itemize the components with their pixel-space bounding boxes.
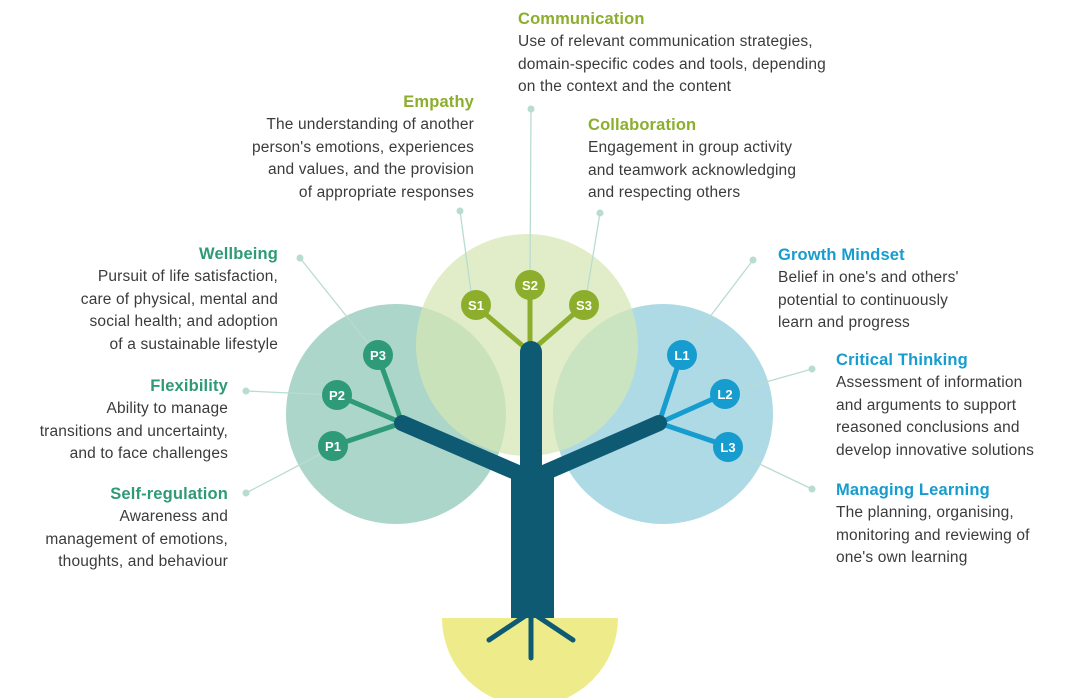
flexibility-desc: Ability to manage transitions and uncert… (39, 400, 228, 462)
growth-mindset-dot (749, 256, 757, 264)
node-l2: L2 (710, 379, 740, 409)
self-regulation-block: Self-regulation Awareness and management… (0, 482, 228, 574)
managing-learning-title: Managing Learning (836, 481, 990, 499)
node-l2-label: L2 (717, 387, 732, 402)
node-s2: S2 (515, 270, 545, 300)
critical-thinking-dot (808, 365, 816, 373)
node-l1: L1 (667, 340, 697, 370)
wellbeing-dot (296, 254, 304, 262)
flexibility-dot (242, 387, 250, 395)
node-l3-label: L3 (720, 440, 735, 455)
wellbeing-block: Wellbeing Pursuit of life satisfaction, … (20, 242, 278, 356)
connector-dots (242, 105, 816, 497)
flexibility-title: Flexibility (150, 377, 228, 395)
node-p3: P3 (363, 340, 393, 370)
managing-learning-desc: The planning, organising, monitoring and… (836, 504, 1030, 566)
critical-thinking-title: Critical Thinking (836, 351, 968, 369)
critical-thinking-connector (726, 368, 813, 394)
node-p2-label: P2 (329, 388, 345, 403)
node-p1-label: P1 (325, 439, 341, 454)
communication-block: Communication Use of relevant communicat… (518, 7, 938, 99)
node-p3-label: P3 (370, 348, 386, 363)
growth-mindset-connector (683, 259, 754, 352)
node-s1-label: S1 (468, 298, 484, 313)
connector-lines (245, 108, 813, 494)
node-l3: L3 (713, 432, 743, 462)
critical-thinking-block: Critical Thinking Assessment of informat… (836, 348, 1064, 462)
wellbeing-title: Wellbeing (199, 245, 278, 263)
managing-learning-block: Managing Learning The planning, organisi… (836, 478, 1064, 570)
trunk-body (511, 466, 554, 618)
collaboration-block: Collaboration Engagement in group activi… (588, 113, 888, 205)
empathy-connector (459, 210, 473, 300)
empathy-block: Empathy The understanding of another per… (212, 90, 474, 204)
flexibility-block: Flexibility Ability to manage transition… (0, 374, 228, 466)
self-regulation-title: Self-regulation (110, 485, 228, 503)
self-regulation-connector (245, 448, 331, 494)
communication-title: Communication (518, 10, 645, 28)
growth-mindset-block: Growth Mindset Belief in one's and other… (778, 243, 1048, 335)
wellbeing-connector (299, 257, 376, 353)
growth-mindset-title: Growth Mindset (778, 246, 905, 264)
empathy-title: Empathy (403, 93, 474, 111)
collaboration-connector (585, 212, 601, 299)
managing-learning-dot (808, 485, 816, 493)
node-p2: P2 (322, 380, 352, 410)
empathy-desc: The understanding of another person's em… (252, 116, 474, 201)
collaboration-desc: Engagement in group activity and teamwor… (588, 139, 797, 201)
critical-thinking-desc: Assessment of information and arguments … (836, 374, 1035, 459)
growth-mindset-desc: Belief in one's and others' potential to… (778, 269, 959, 331)
flexibility-connector (245, 390, 334, 396)
node-s3-label: S3 (576, 298, 592, 313)
node-s3: S3 (569, 290, 599, 320)
node-p1: P1 (318, 431, 348, 461)
managing-learning-connector (729, 449, 813, 490)
collaboration-title: Collaboration (588, 116, 697, 134)
wellbeing-desc: Pursuit of life satisfaction, care of ph… (80, 268, 278, 353)
self-regulation-dot (242, 489, 250, 497)
node-s1: S1 (461, 290, 491, 320)
empathy-dot (456, 207, 464, 215)
node-l1-label: L1 (674, 348, 689, 363)
self-regulation-desc: Awareness and management of emotions, th… (45, 508, 228, 570)
node-s2-label: S2 (522, 278, 538, 293)
collaboration-dot (596, 209, 604, 217)
communication-desc: Use of relevant communication strategies… (518, 33, 826, 95)
communication-connector (529, 108, 532, 285)
communication-dot (527, 105, 535, 113)
